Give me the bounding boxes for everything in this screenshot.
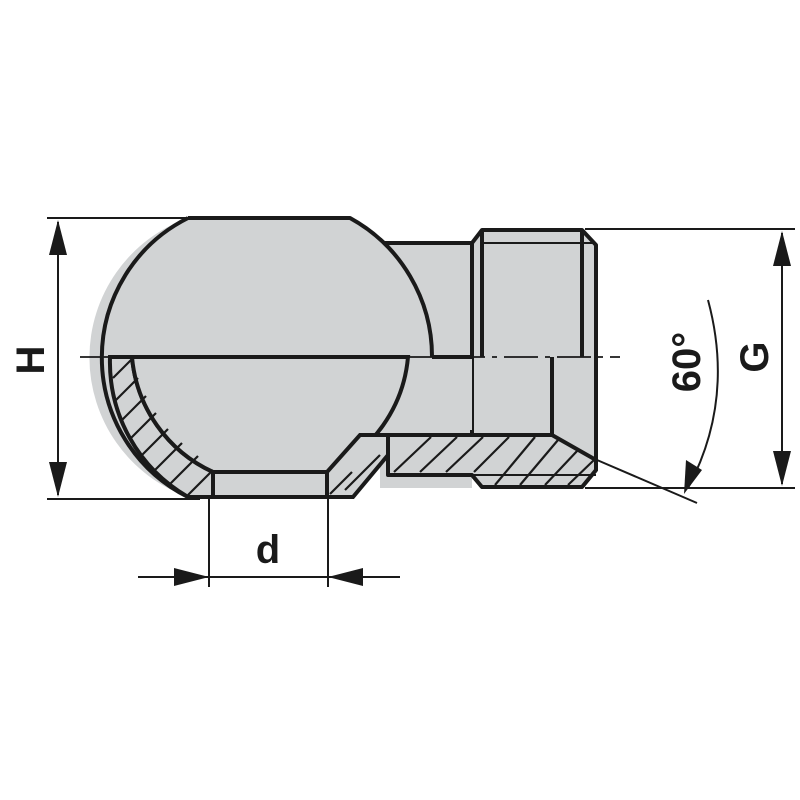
label-g: G [733,341,777,372]
label-h: H [9,346,53,375]
dimension-angle [596,299,719,504]
hatching [112,359,595,496]
dimension-g [585,228,795,489]
dimension-d [138,497,400,587]
bore-opening [211,470,329,499]
section-wall [107,355,598,499]
label-angle: 60° [665,332,709,393]
label-d: d [256,528,280,572]
ball-outline [188,216,435,358]
dimension-h [47,217,200,500]
neck-outline [385,232,596,359]
